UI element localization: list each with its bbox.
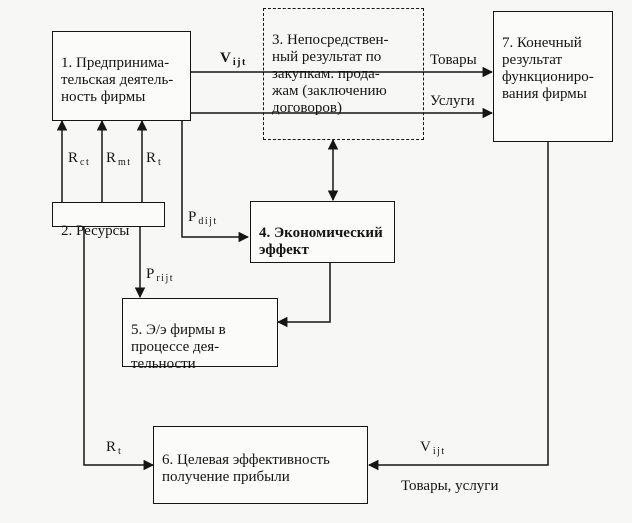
block-target-efficiency: 6. Целевая эффективность получение прибы… bbox=[153, 426, 368, 504]
block-firm-efficiency: 5. Э/э фирмы в процессе дея- тельности bbox=[122, 298, 278, 372]
arrow-4-5 bbox=[276, 262, 331, 328]
block-entrepreneurial-activity: 1. Предпринима- тельская деятель- ность … bbox=[52, 31, 191, 121]
block-1-text: 1. Предпринима- тельская деятель- ность … bbox=[61, 55, 174, 105]
block-economic-effect: 4. Экономический эффект bbox=[250, 201, 395, 263]
block-6-text: 6. Целевая эффективность получение прибы… bbox=[162, 452, 330, 485]
block-final-result: 7. Конечный результат функциониро- вания… bbox=[493, 11, 613, 142]
block-3-text: 3. Непосредствен- ный результат по закуп… bbox=[272, 32, 389, 116]
block-2-text: 2. Ресурсы bbox=[61, 223, 130, 239]
arrow-v-bottom bbox=[367, 142, 549, 471]
label-goods: Товары bbox=[430, 52, 477, 68]
block-7-text: 7. Конечный результат функциониро- вания… bbox=[502, 35, 594, 102]
block-5-text: 5. Э/э фирмы в процессе дея- тельности bbox=[131, 322, 226, 372]
block-resources: 2. Ресурсы bbox=[52, 202, 165, 239]
label-goods-services: Товары, услуги bbox=[401, 478, 499, 494]
arrow-r-t-bottom bbox=[83, 227, 155, 471]
block-direct-result: 3. Непосредствен- ный результат по закуп… bbox=[263, 8, 424, 140]
block-4-text: 4. Экономический эффект bbox=[259, 225, 383, 258]
label-services: Услуги bbox=[430, 93, 475, 109]
arrow-p-dijt bbox=[181, 120, 250, 243]
